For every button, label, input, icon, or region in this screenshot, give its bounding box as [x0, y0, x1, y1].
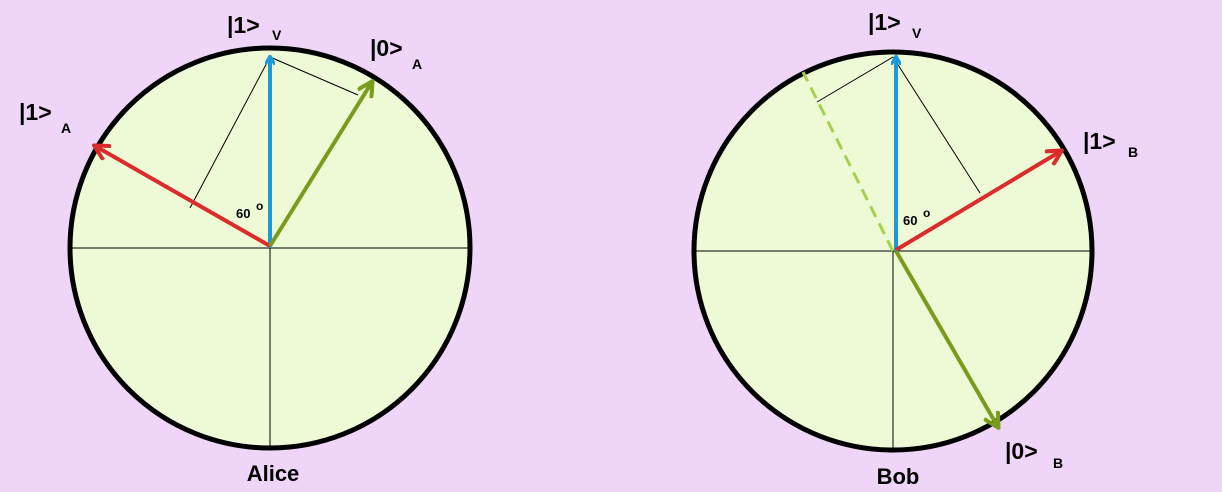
bob-projection-line [892, 56, 981, 194]
bob-diagram: |1> V |1> B |0> B 60 o Bob [691, 9, 1138, 489]
alice-angle-degree: o [256, 199, 263, 213]
bob-b1-subscript: B [1128, 144, 1138, 160]
alice-a1-vector [95, 146, 271, 248]
alice-v1-subscript: V [272, 27, 282, 43]
bob-b1-vector [894, 151, 1061, 252]
bob-name-label: Bob [877, 464, 920, 489]
bob-b0-vector [894, 249, 998, 427]
bob-b0-label: |0> [1005, 438, 1038, 464]
bob-angle-degree: o [923, 206, 930, 220]
bob-b0-subscript: B [1053, 455, 1063, 471]
bob-dashed-extension [801, 71, 895, 252]
alice-a0-vector [268, 82, 372, 248]
alice-a1-label: |1> [19, 99, 52, 125]
bob-projection-line [816, 56, 894, 103]
alice-a0-subscript: A [412, 56, 422, 72]
alice-projection-line [269, 56, 359, 96]
alice-angle-label: 60 [236, 206, 250, 221]
alice-diagram: |1> V |0> A |1> A 60 o Alice [19, 12, 473, 486]
alice-name-label: Alice [247, 461, 300, 486]
alice-a1-subscript: A [61, 120, 71, 136]
alice-v1-label: |1> [227, 12, 260, 38]
alice-a0-label: |0> [370, 35, 403, 61]
bob-v1-label: |1> [868, 9, 901, 35]
alice-projection-line [189, 56, 271, 209]
bob-b1-label: |1> [1083, 128, 1116, 154]
bob-v1-subscript: V [912, 25, 922, 41]
bob-angle-label: 60 [903, 213, 917, 228]
